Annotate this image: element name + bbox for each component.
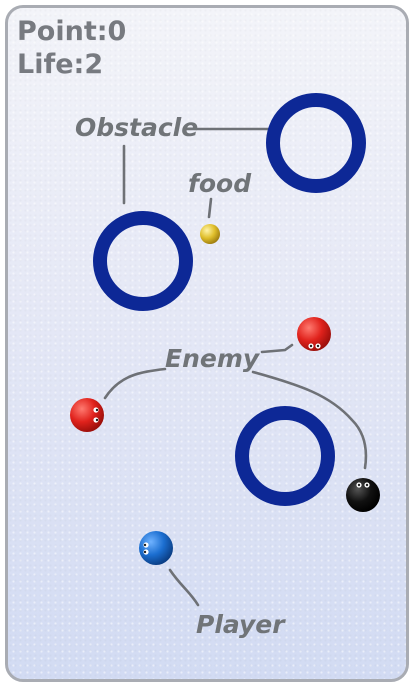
player-ball[interactable] xyxy=(139,531,173,565)
enemy-red xyxy=(297,317,331,351)
points-counter: Point:0 xyxy=(17,16,127,47)
food-label: food xyxy=(188,169,252,198)
obstacle-label: Obstacle xyxy=(75,113,198,142)
enemy-leader-line xyxy=(103,367,167,400)
enemy-label: Enemy xyxy=(165,344,261,373)
player-leader-line xyxy=(168,568,200,607)
player-label: Player xyxy=(196,610,286,639)
life-counter: Life:2 xyxy=(17,49,104,80)
enemy-leader-line xyxy=(260,343,294,354)
enemy-black xyxy=(346,478,380,512)
food-pellet xyxy=(200,224,220,244)
game-board[interactable] xyxy=(5,5,409,682)
food-leader-line xyxy=(207,197,213,219)
enemy-red xyxy=(70,398,104,432)
enemy-leader-line xyxy=(251,370,368,470)
obstacle-ring xyxy=(235,406,335,506)
annotation-lines xyxy=(103,127,368,607)
obstacle-ring xyxy=(93,211,193,311)
obstacle-ring xyxy=(266,93,366,193)
